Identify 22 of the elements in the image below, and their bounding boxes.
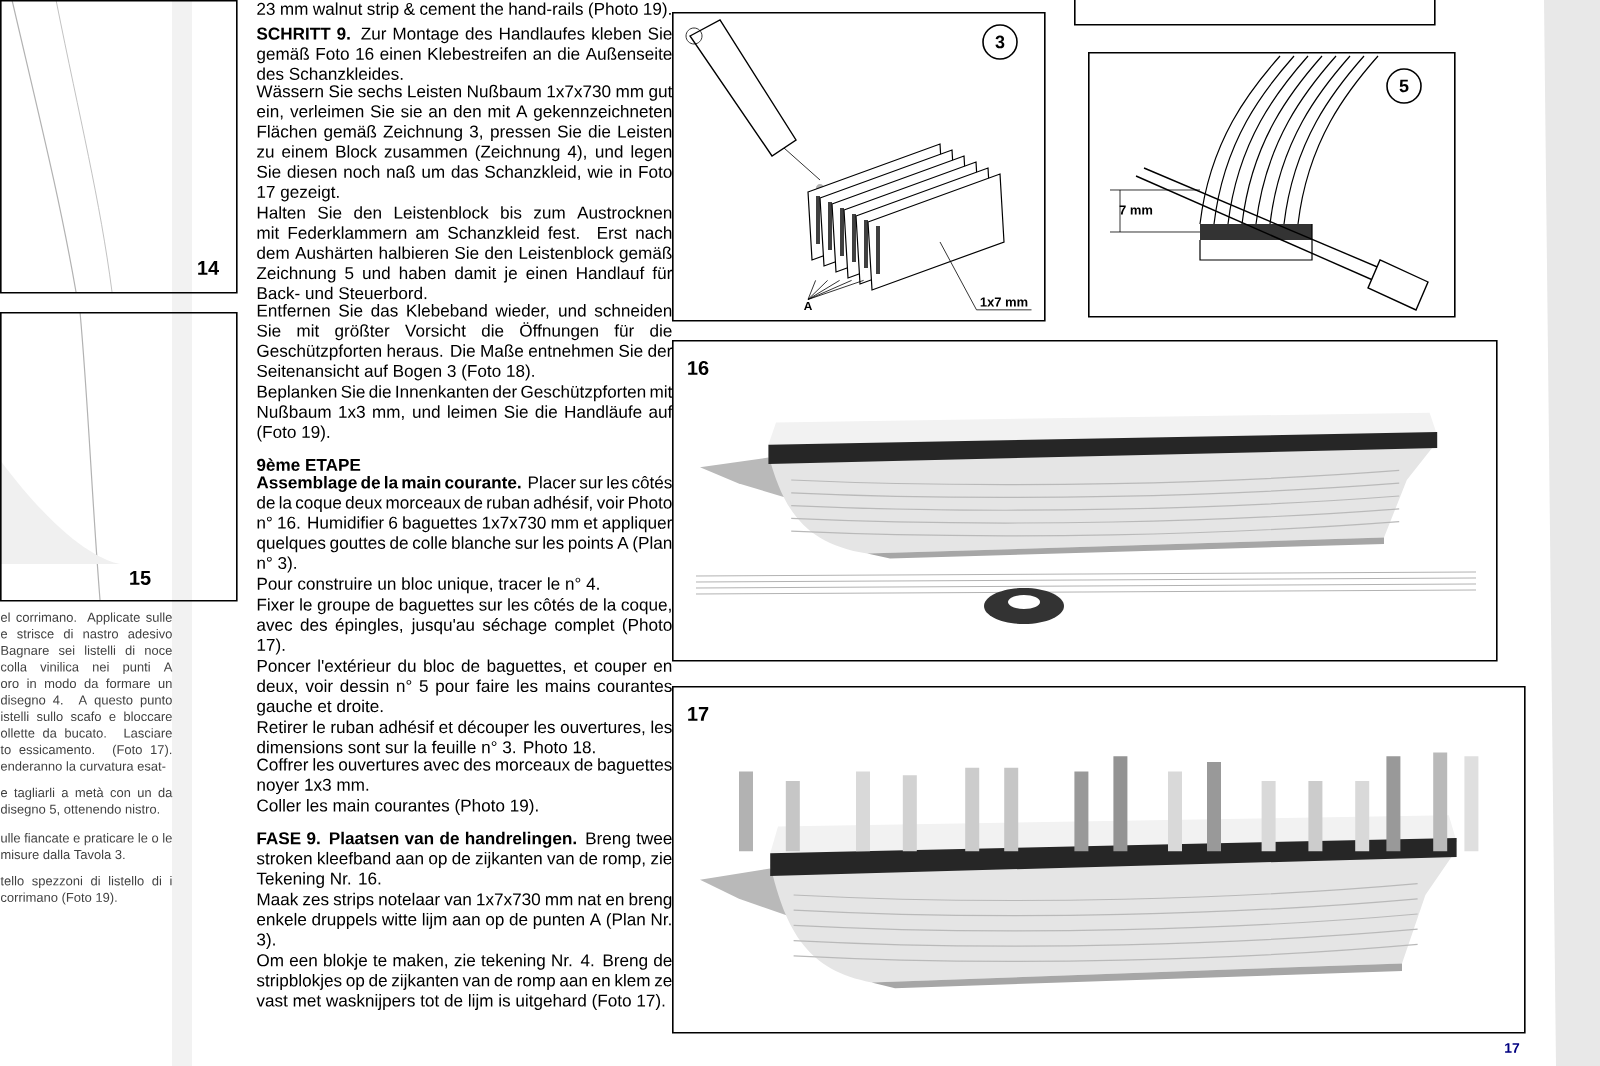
- paragraph: Pour construire un bloc unique, tracer le n° 4.: [257, 577, 599, 594]
- figure-panel: [1074, 0, 1436, 26]
- paragraph: Halten Sie den Leistenblock bis zum Austrocknen mit Federklammern am Schanzkleid fest. Erst nach dem Aushärten halbieren Sie den Leistenblock gemäß Zeichnung 5 und haben damit je einen Handlauf für Back- und Steuerbord.: [256, 206, 673, 300]
- strip-block-drawing: [807, 143, 1005, 291]
- paragraph: Fixer le groupe de baguettes sur les côtés de la coque, avec des épingles, jusqu'au séchage complet (Photo 17).: [257, 597, 672, 655]
- paragraph: SCHRITT 9. Zur Montage des Handlaufes kleben Sie gemäß Foto 16 einen Klebestreifen an die Außenseite des Schanzkleides.: [256, 27, 672, 80]
- leader-line: [807, 280, 852, 300]
- figure-panel: 14: [0, 0, 238, 294]
- leader-line: [939, 241, 1032, 311]
- leader-line: [807, 280, 816, 300]
- paragraph: Beplanken Sie die Innenkanten der Geschützpforten mit Nußbaum 1x3 mm, und leimen Sie die Handläufe auf (Foto 19).: [257, 385, 673, 442]
- paragraph: Coller les main courantes (Photo 19).: [257, 799, 538, 815]
- paragraph: Poncer l'extérieur du bloc de baguettes, et couper en deux, voir dessin n° 5 pour faire les mains courantes gauche et droite.: [257, 659, 672, 716]
- leader-line: [807, 280, 864, 300]
- section-heading: 9ème ETAPE: [257, 458, 361, 471]
- figure-panel: 17: [672, 686, 1526, 1034]
- figure-panel: 16: [672, 340, 1498, 662]
- leader-line: [807, 280, 840, 300]
- figure-panel: 15: [0, 312, 238, 602]
- leader-line: [807, 280, 828, 300]
- paragraph: Assemblage de la main courante. Placer sur les côtés de la coque deux morceaux de ruban adhésif, voir Photo n° 16. Humidifier 6 baguettes 1x7x730 mm et appliquer quelques gouttes de colle blanche sur les points A (Plan n° 3).: [256, 475, 673, 573]
- paragraph: Wässern Sie sechs Leisten Nußbaum 1x7x730 mm gut ein, verleimen Sie sie an den mit A gekennzeichneten Flächen gemäß Zeichnung 3, pressen Sie die Leisten zu einem Block zusammen (Zeichnung 4), und legen Sie diesen noch naß um das Schanzkleid, wie in Foto 17 gezeigt.: [256, 84, 673, 202]
